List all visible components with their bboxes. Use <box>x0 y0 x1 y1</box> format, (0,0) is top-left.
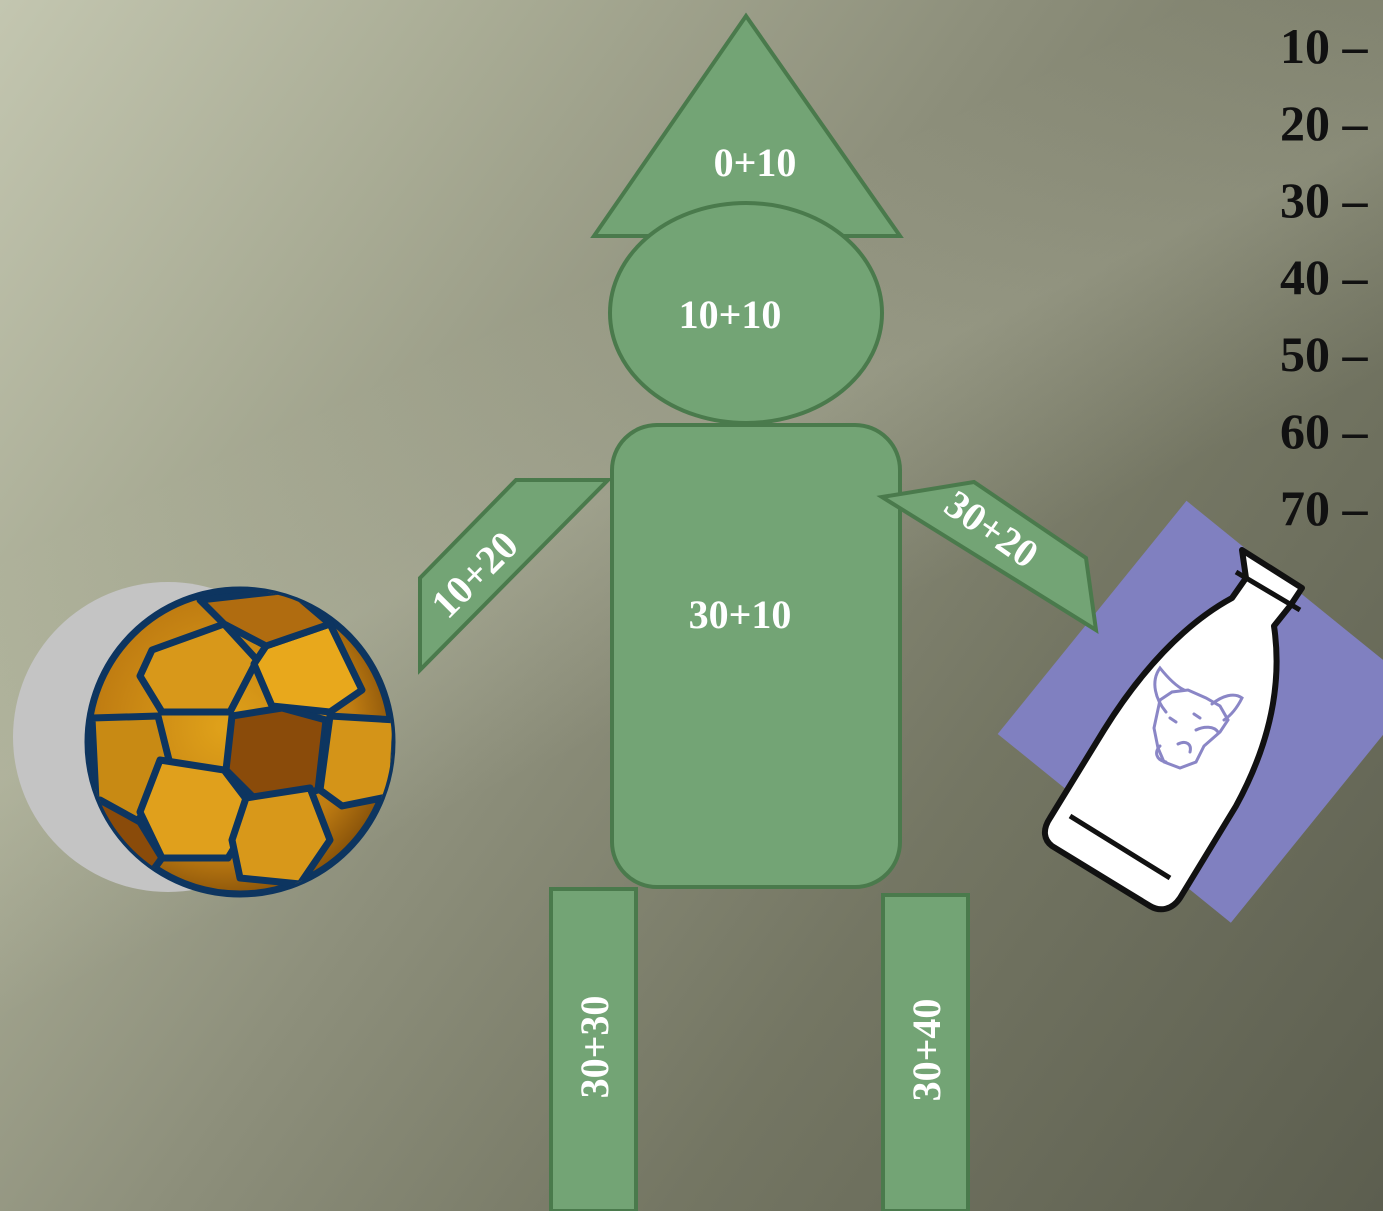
soccer-ball-icon <box>13 582 396 898</box>
body-label: 30+10 <box>689 592 792 637</box>
cow-head-icon <box>1152 665 1244 770</box>
key-item: 20 – <box>1280 95 1368 151</box>
right-arm <box>876 479 1099 634</box>
key-item: 30 – <box>1280 172 1368 228</box>
left-leg <box>549 887 638 1211</box>
key-item: 10 – <box>1280 18 1368 74</box>
number-key-list: 10 – 20 – 30 – 40 – 50 – 60 – 70 – <box>1280 16 1368 555</box>
hat-label: 0+10 <box>714 140 797 185</box>
key-item: 40 – <box>1280 249 1368 305</box>
body-rect <box>610 423 902 889</box>
right-leg <box>881 893 970 1211</box>
key-item: 50 – <box>1280 326 1368 382</box>
left-arm <box>418 478 613 675</box>
key-item: 60 – <box>1280 403 1368 459</box>
key-item: 70 – <box>1280 480 1368 536</box>
head-label: 10+10 <box>679 292 782 337</box>
left-leg-label: 30+30 <box>572 996 617 1099</box>
right-leg-label: 30+40 <box>904 999 949 1102</box>
milk-bottle-icon <box>1042 547 1305 913</box>
